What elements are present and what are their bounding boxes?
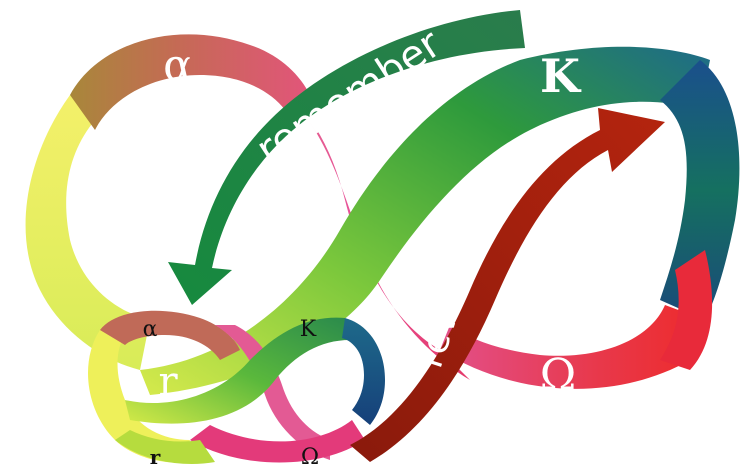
small-loop-omega-band xyxy=(190,420,365,463)
large-alpha-label: α xyxy=(163,40,193,91)
small-loop-kappa-side xyxy=(342,318,385,425)
large-omega-label: Ω xyxy=(540,350,576,401)
small-r-bottom-label: r xyxy=(150,445,161,469)
small-alpha-label: α xyxy=(143,317,158,342)
small-omega-label: Ω xyxy=(301,445,319,470)
large-kappa-label: K xyxy=(540,49,582,103)
small-r-center-label: r xyxy=(158,359,178,405)
small-kappa-label: K xyxy=(300,317,317,342)
